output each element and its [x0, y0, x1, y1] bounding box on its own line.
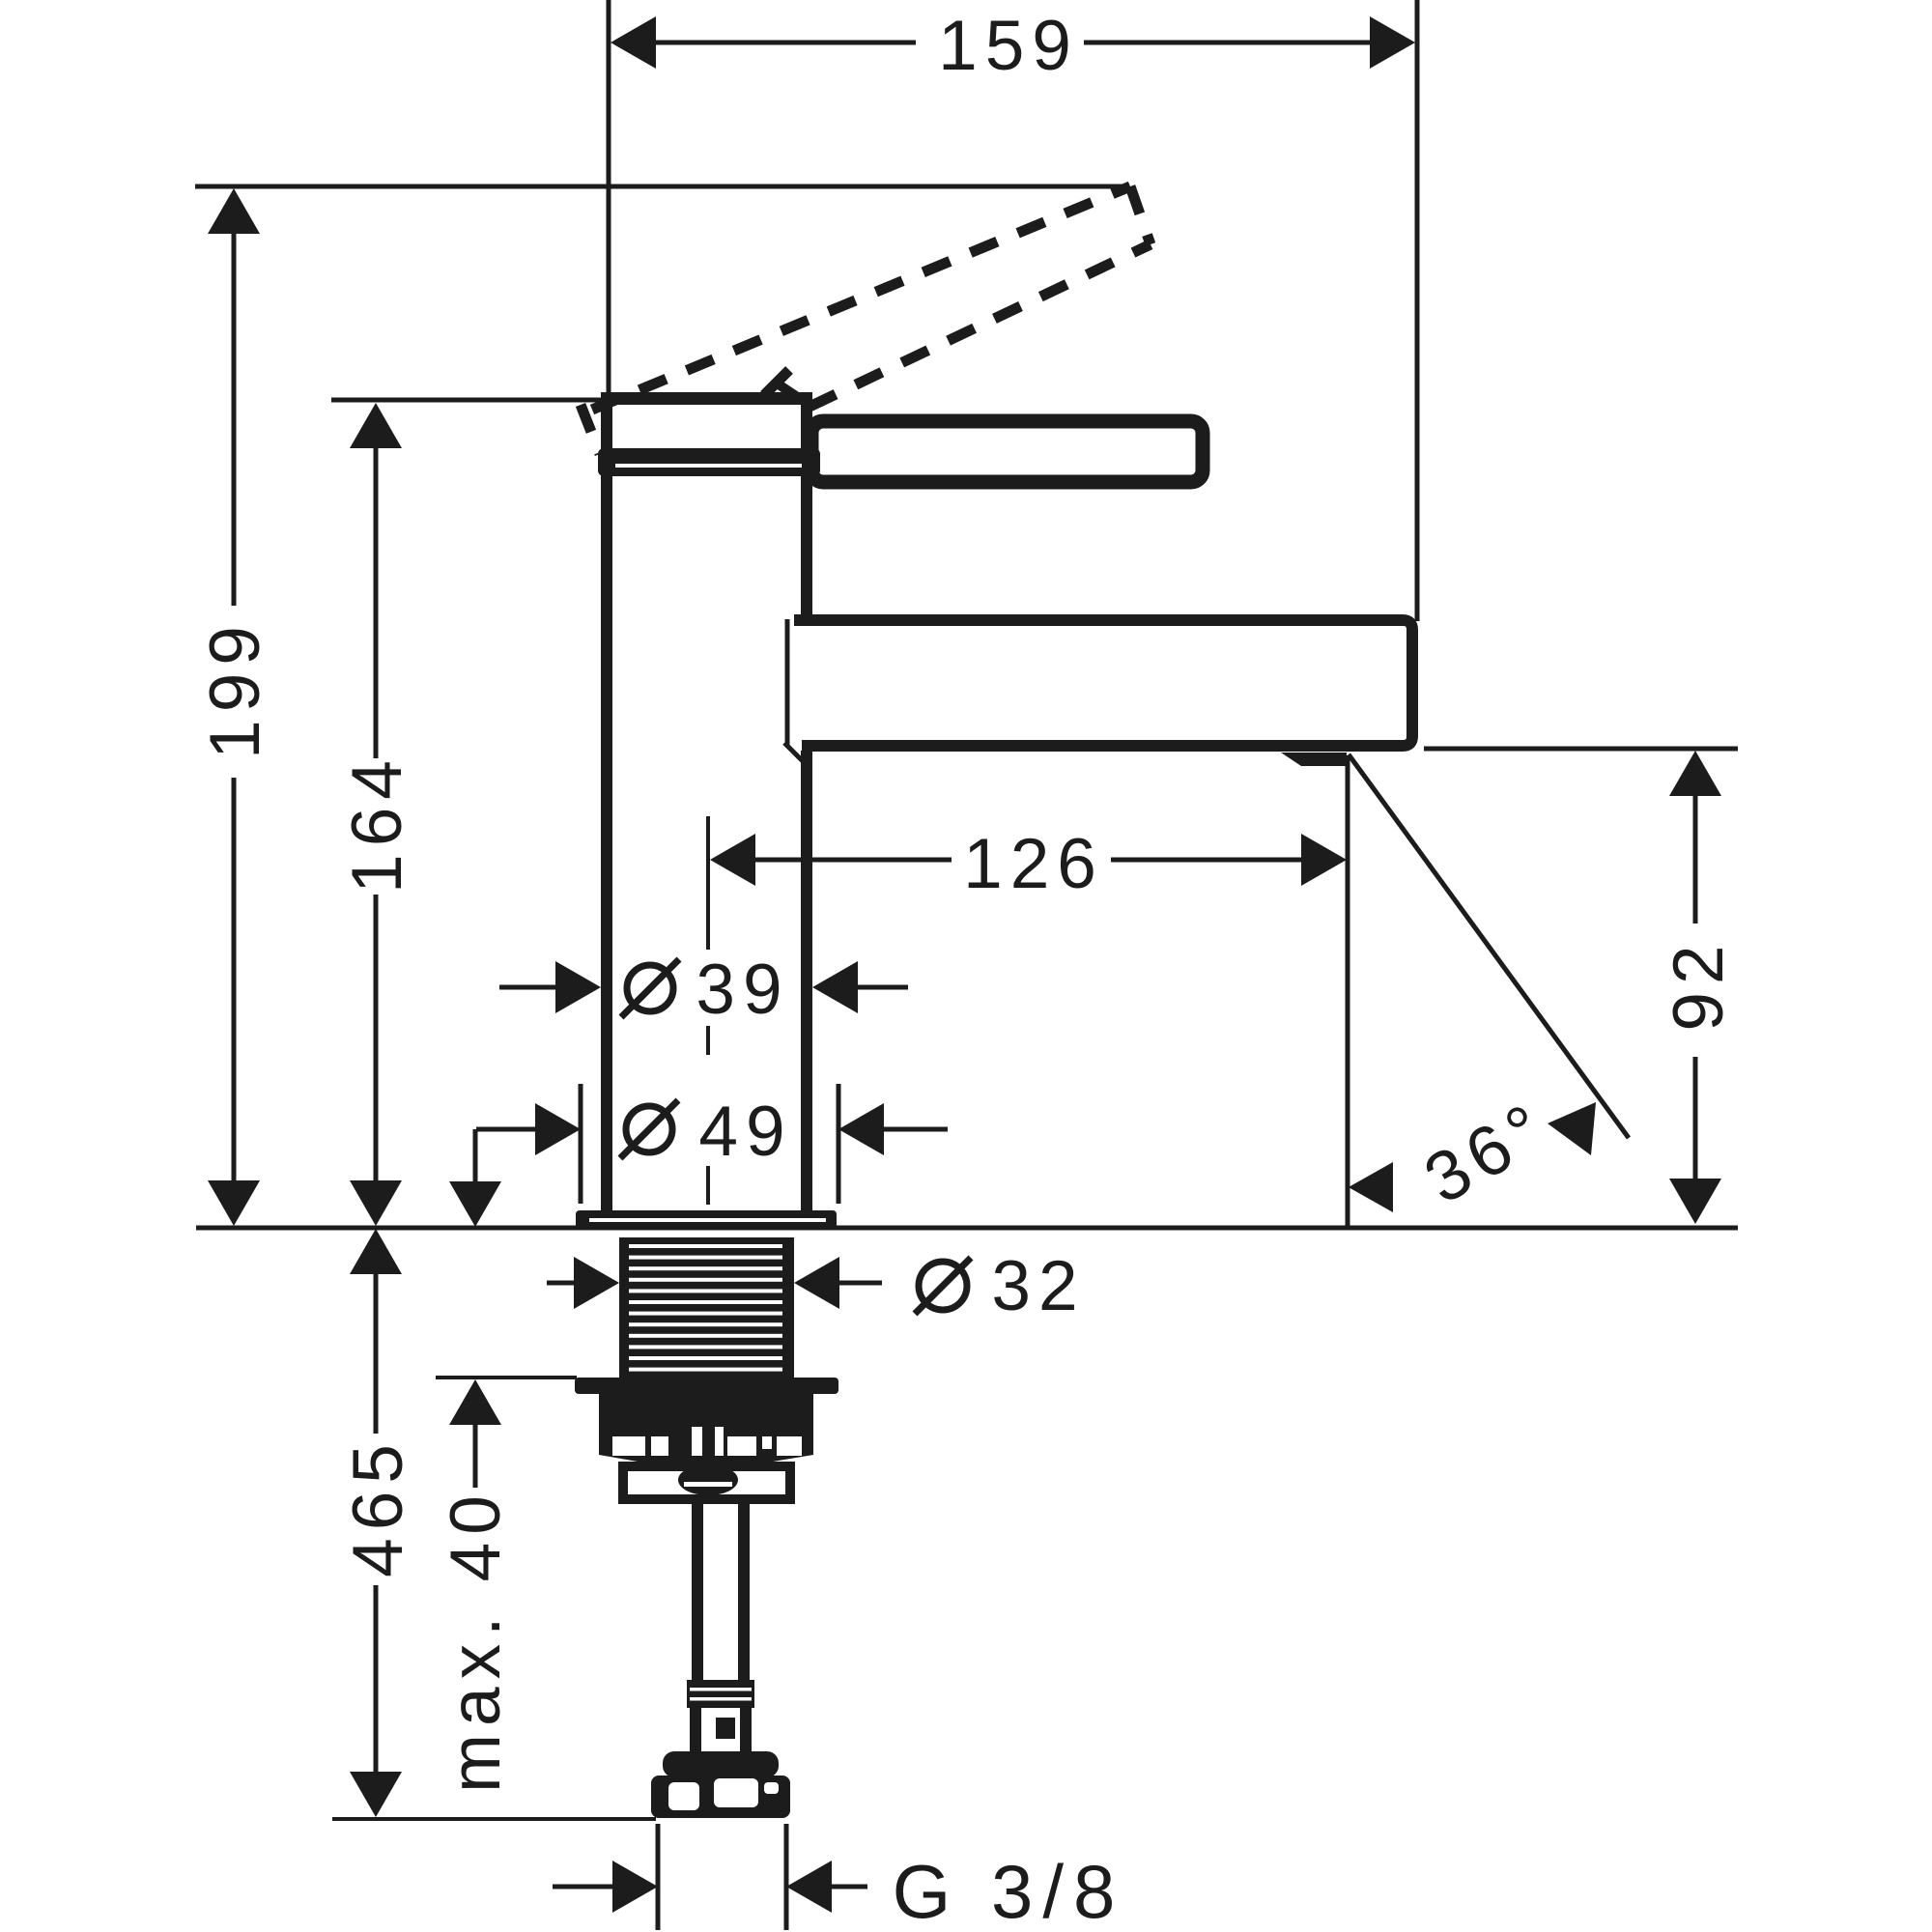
svg-text:32: 32	[991, 1247, 1085, 1325]
svg-text:465: 465	[339, 1436, 417, 1577]
svg-text:164: 164	[338, 753, 416, 894]
svg-text:49: 49	[698, 1093, 792, 1171]
svg-text:max. 40: max. 40	[437, 1488, 515, 1793]
svg-text:159: 159	[938, 7, 1079, 85]
svg-text:126: 126	[963, 825, 1104, 903]
svg-text:92: 92	[1660, 937, 1738, 1031]
svg-text:39: 39	[696, 951, 789, 1029]
svg-text:G 3/8: G 3/8	[893, 1849, 1125, 1932]
svg-text:199: 199	[196, 618, 274, 759]
